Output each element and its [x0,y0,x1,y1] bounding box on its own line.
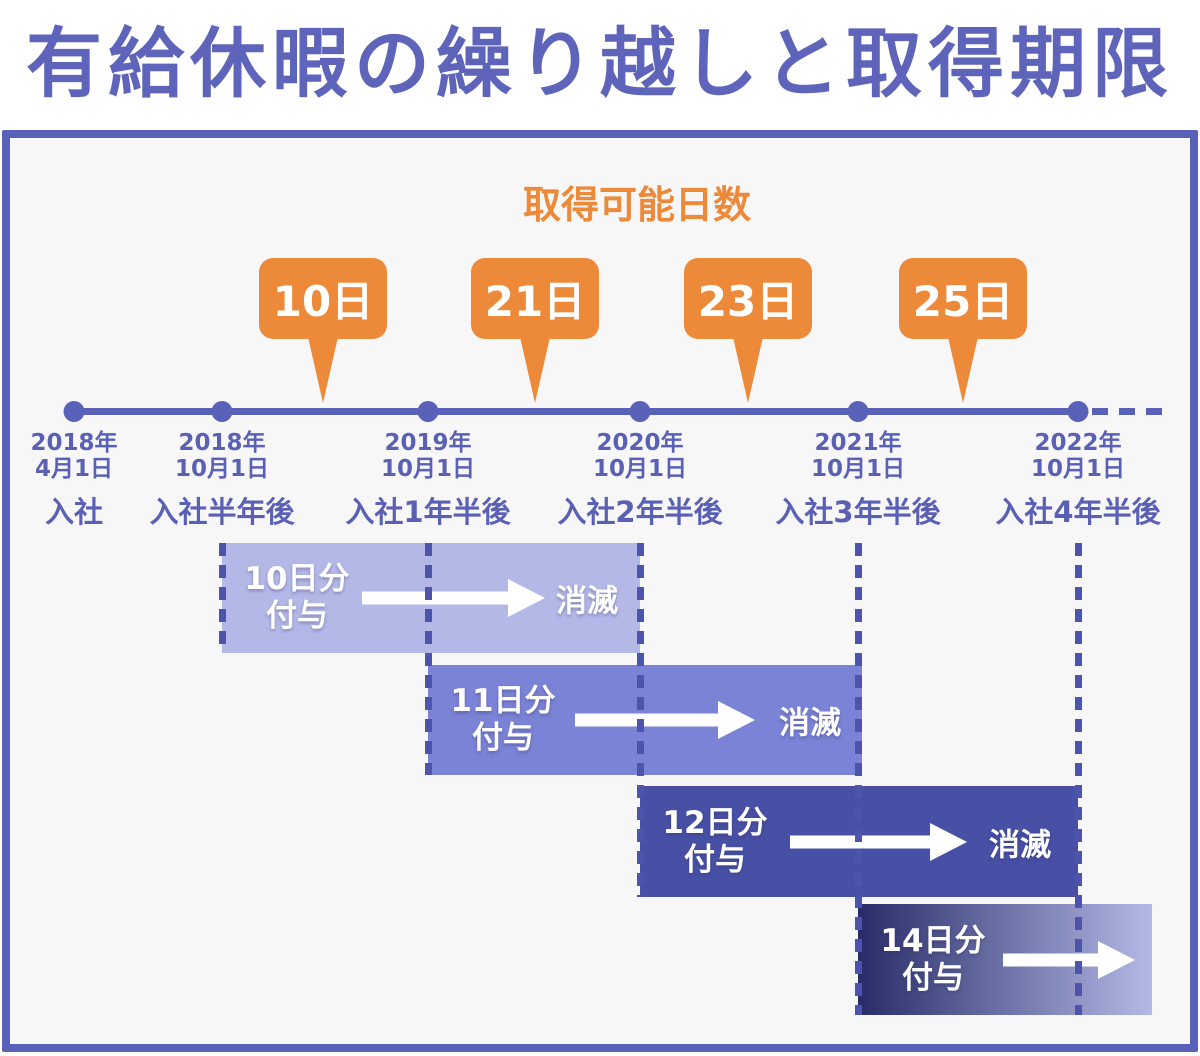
milestone-date: 2021年 10月1日 [775,430,940,482]
grant-days: 14日分 [880,922,986,959]
grant-label: 11日分 付与 [428,665,578,775]
milestone-date-day: 10月1日 [810,456,905,482]
milestone-date-year: 2020年 [596,430,684,456]
milestone-label: 入社 [44,495,104,529]
callout-available-days-2: 21日 [471,258,599,339]
period-divider [425,543,432,775]
callout-label: 21日 [484,277,586,326]
milestone-date: 2019年 10月1日 [345,430,510,482]
milestone-date: 2018年 10月1日 [149,430,294,482]
timeline-dot [1067,401,1089,422]
milestone-date-year: 2019年 [384,430,472,456]
available-days-label: 取得可能日数 [522,183,752,227]
grant-label: 12日分 付与 [640,786,790,897]
grant-word: 付与 [683,841,746,878]
timeline-dashed-extension [1092,408,1164,415]
callout-pointer-icon [948,337,978,403]
expire-arrow-head-icon [930,822,967,861]
milestone-date-year: 2022年 [1034,430,1122,456]
milestone-label: 入社3年半後 [775,495,941,529]
milestone-date-year: 2021年 [814,430,902,456]
milestone-date-day: 10月1日 [1030,456,1125,482]
grant-label: 14日分 付与 [858,904,1008,1015]
period-divider [1075,543,1082,1015]
callout-label: 25日 [912,277,1014,326]
milestone-3-5-years: 2021年 10月1日 入社3年半後 [775,430,940,531]
callout-pointer-icon [308,337,338,403]
milestone-label: 入社4年半後 [995,495,1161,529]
milestone-half-year: 2018年 10月1日 入社半年後 [149,430,294,531]
grant-days: 10日分 [244,561,350,597]
callout-pointer-icon [733,337,763,403]
timeline-dot [629,401,651,422]
milestone-hire: 2018年 4月1日 入社 [30,430,117,531]
page-title: 有給休暇の繰り越しと取得期限 [26,19,1174,108]
expire-label: 消滅 [779,705,841,742]
milestone-date: 2018年 4月1日 [30,430,117,482]
milestone-label: 入社2年半後 [557,495,723,529]
expire-arrow-head-icon [718,701,755,739]
timeline-line [70,408,1082,415]
timeline-dot [847,401,869,422]
grant-label: 10日分 付与 [222,543,372,653]
milestone-1-5-years: 2019年 10月1日 入社1年半後 [345,430,510,531]
milestone-date: 2020年 10月1日 [557,430,722,482]
milestone-date-day: 10月1日 [174,456,270,482]
callout-available-days-4: 25日 [899,258,1027,339]
timeline-dot [63,401,85,422]
milestone-4-5-years: 2022年 10月1日 入社4年半後 [995,430,1160,531]
period-divider [637,543,644,897]
grant-word: 付与 [471,720,534,756]
expire-arrow-head-icon [508,579,545,617]
milestone-date-day: 10月1日 [380,456,475,482]
grant-days: 11日分 [450,683,556,719]
timeline-dot [417,401,439,422]
grant-days: 12日分 [662,804,768,841]
milestone-date-year: 2018年 [178,430,266,456]
callout-label: 10日 [272,277,374,326]
milestone-date-day: 4月1日 [34,456,114,482]
expire-label: 消滅 [556,583,618,620]
milestone-date: 2022年 10月1日 [995,430,1160,482]
grant-word: 付与 [265,598,328,634]
callout-pointer-icon [520,337,550,403]
callout-label: 23日 [697,277,799,326]
milestone-2-5-years: 2020年 10月1日 入社2年半後 [557,430,722,531]
expire-arrow-head-icon [1098,940,1135,979]
period-divider [855,543,862,1015]
expire-arrow-shaft [362,591,508,605]
period-divider [219,543,226,653]
milestone-label: 入社半年後 [149,495,295,529]
milestone-label: 入社1年半後 [345,495,511,529]
callout-available-days-1: 10日 [259,258,387,339]
expire-arrow-shaft [1003,953,1098,966]
expire-arrow-shaft [575,713,718,727]
expire-label: 消滅 [989,827,1051,863]
grant-word: 付与 [901,959,964,996]
grant-bar-4: 14日分 付与 [858,904,1152,1015]
timeline-dot [211,401,233,422]
callout-available-days-3: 23日 [684,258,812,339]
grant-bar-2: 11日分 付与 消滅 [428,665,862,775]
milestone-date-year: 2018年 [30,430,118,456]
milestone-date-day: 10月1日 [592,456,687,482]
